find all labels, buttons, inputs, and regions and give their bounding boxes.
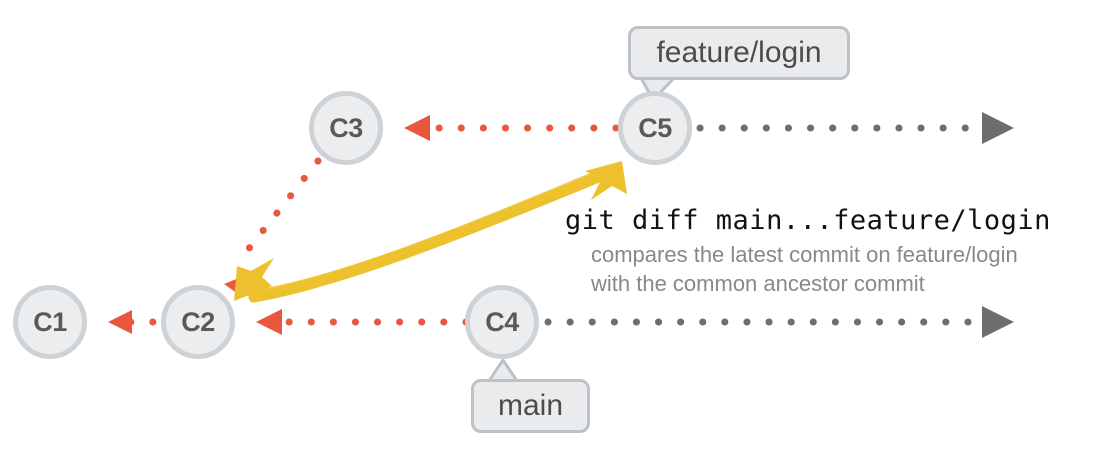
- diff-command-text: git diff main...feature/login: [565, 205, 1051, 236]
- arrowhead-feature-timeline: [982, 112, 1014, 144]
- diff-description-line-2: with the common ancestor commit: [591, 271, 925, 297]
- commit-label-c3: C3: [329, 112, 363, 143]
- arrowhead-diff-to-c2: [234, 258, 274, 301]
- commit-label-c1: C1: [33, 306, 67, 337]
- timeline-main: [544, 306, 1014, 338]
- diff-annotation: git diff main...feature/login compares t…: [565, 205, 1051, 298]
- edge-c2-to-c1: [108, 310, 179, 334]
- commit-label-c5: C5: [638, 112, 672, 143]
- branch-label-main-text: main: [497, 389, 564, 422]
- timeline-feature-login: [696, 112, 1014, 144]
- commit-node-c4[interactable]: C4: [465, 285, 539, 359]
- commit-node-c5[interactable]: C5: [618, 91, 692, 165]
- arrowhead-c1: [108, 310, 132, 334]
- commit-node-c3[interactable]: C3: [309, 91, 383, 165]
- edge-c5-to-c3: [404, 115, 620, 141]
- diff-range-arrow: [234, 161, 627, 303]
- arrowhead-main-timeline: [982, 306, 1014, 338]
- diff-description-line-1: compares the latest commit on feature/lo…: [591, 242, 1018, 268]
- arrowhead-c2-from-c4: [256, 309, 282, 335]
- branch-label-feature-login-text: feature/login: [656, 36, 822, 69]
- branch-label-main[interactable]: main: [471, 379, 590, 433]
- commit-label-c4: C4: [485, 306, 519, 337]
- commit-label-c2: C2: [181, 306, 215, 337]
- commit-node-c1[interactable]: C1: [13, 285, 87, 359]
- arrowhead-c3-from-c5: [404, 115, 430, 141]
- edge-c4-to-c2: [256, 309, 470, 335]
- commit-node-c2[interactable]: C2: [161, 285, 235, 359]
- arrowhead-diff-to-c5: [585, 161, 627, 200]
- branch-label-feature-login[interactable]: feature/login: [628, 26, 850, 80]
